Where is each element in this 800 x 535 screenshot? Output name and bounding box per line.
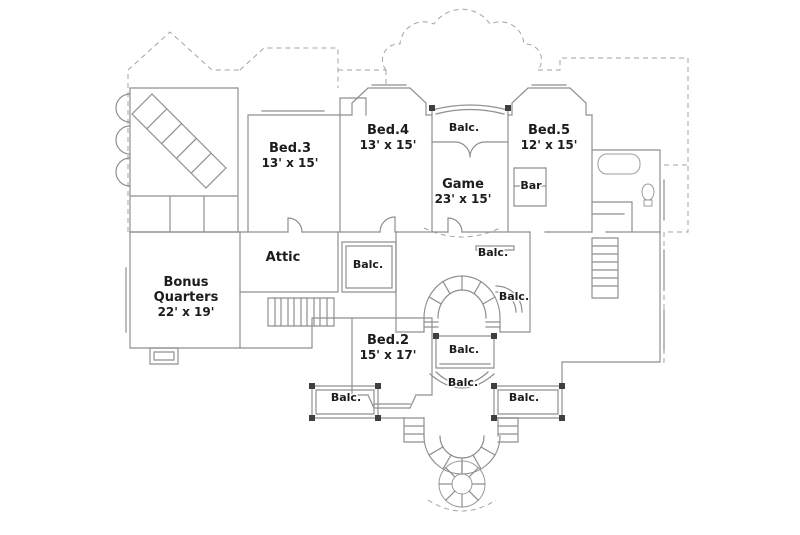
balcony-label-center-right: Balc. bbox=[499, 290, 529, 303]
room-label-bonus-line2: Quarters bbox=[154, 290, 219, 305]
balcony-label-bottom-left: Balc. bbox=[331, 391, 361, 404]
balcony-label-top: Balc. bbox=[449, 121, 479, 134]
room-label-bed2: Bed.2 bbox=[367, 333, 409, 348]
left-wing-walls bbox=[115, 87, 239, 233]
room-dims-bed3: 13' x 15' bbox=[262, 156, 319, 170]
bath-fixtures bbox=[597, 153, 655, 207]
room-label-bar: Bar bbox=[520, 179, 542, 192]
spine-wall bbox=[129, 216, 661, 233]
balcony-label-center: Balc. bbox=[478, 246, 508, 259]
grand-stair bbox=[403, 417, 519, 508]
room-dims-bed2: 15' x 17' bbox=[360, 348, 417, 362]
room-label-attic: Attic bbox=[266, 250, 301, 265]
room-label-game: Game bbox=[442, 177, 484, 192]
bonus-quarters-walls bbox=[125, 231, 353, 365]
room-dims-game: 23' x 15' bbox=[435, 192, 492, 206]
toilet-shape bbox=[641, 183, 655, 201]
roof-outline-dashed bbox=[127, 8, 689, 512]
room-dims-bonus: 22' x 19' bbox=[158, 305, 215, 319]
room-dims-bed4: 13' x 15' bbox=[360, 138, 417, 152]
bed2-walls bbox=[351, 317, 433, 409]
balcony-label-below-center: Balc. bbox=[449, 343, 479, 356]
upper-rooms-walls bbox=[247, 84, 665, 387]
bathtub-shape bbox=[597, 153, 641, 175]
room-labels: Bed.3 13' x 15' Bed.4 13' x 15' Balc. Be… bbox=[152, 120, 579, 406]
room-dims-bed5: 12' x 15' bbox=[521, 138, 578, 152]
toilet-tank-shape bbox=[643, 199, 653, 207]
room-label-bonus-line1: Bonus bbox=[163, 275, 208, 290]
balcony-rails bbox=[311, 335, 563, 419]
room-label-bed3: Bed.3 bbox=[269, 141, 311, 156]
porch-posts bbox=[309, 105, 565, 421]
balcony-label-lower-center: Balc. bbox=[448, 376, 478, 389]
room-label-bed4: Bed.4 bbox=[367, 123, 409, 138]
balcony-label-mid-left: Balc. bbox=[353, 258, 383, 271]
room-label-bed5: Bed.5 bbox=[528, 123, 570, 138]
balcony-label-bottom-right: Balc. bbox=[509, 391, 539, 404]
middle-band-walls bbox=[239, 231, 619, 333]
